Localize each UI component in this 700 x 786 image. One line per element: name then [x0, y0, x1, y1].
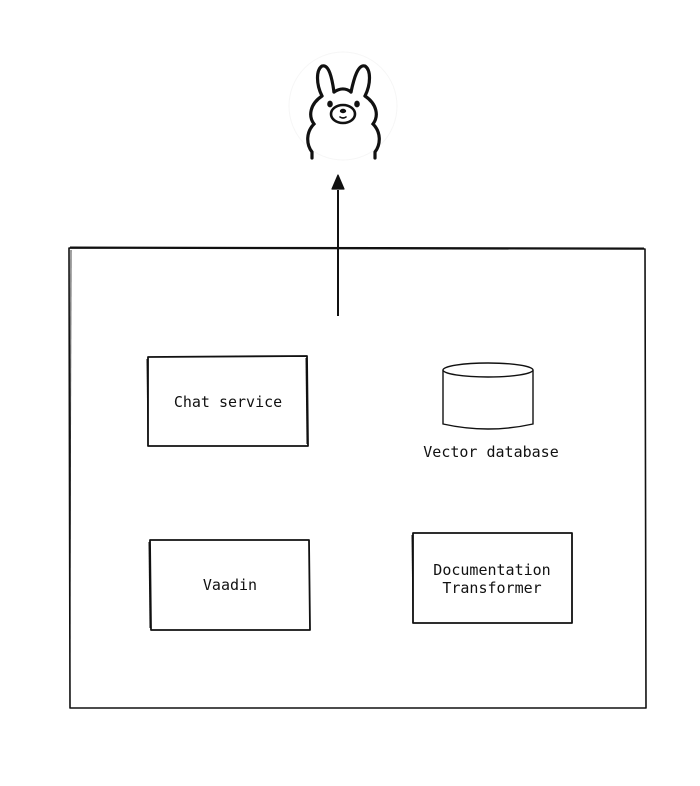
vector-database-node: Vector database: [423, 362, 559, 461]
vector-database-label: Vector database: [423, 443, 558, 461]
vaadin-label: Vaadin: [203, 576, 257, 594]
application-container: [68, 246, 647, 709]
llama-icon: [288, 51, 398, 161]
chat-service-label: Chat service: [174, 393, 282, 411]
documentation-transformer-label-line1: Documentation: [433, 561, 550, 579]
documentation-transformer-label-line2: Transformer: [442, 579, 541, 597]
documentation-transformer-node: Documentation Transformer: [411, 532, 573, 624]
connection-arrow: [331, 174, 345, 316]
chat-service-node: Chat service: [146, 355, 309, 447]
vaadin-node: Vaadin: [148, 539, 311, 631]
database-cylinder-icon: [442, 362, 534, 430]
